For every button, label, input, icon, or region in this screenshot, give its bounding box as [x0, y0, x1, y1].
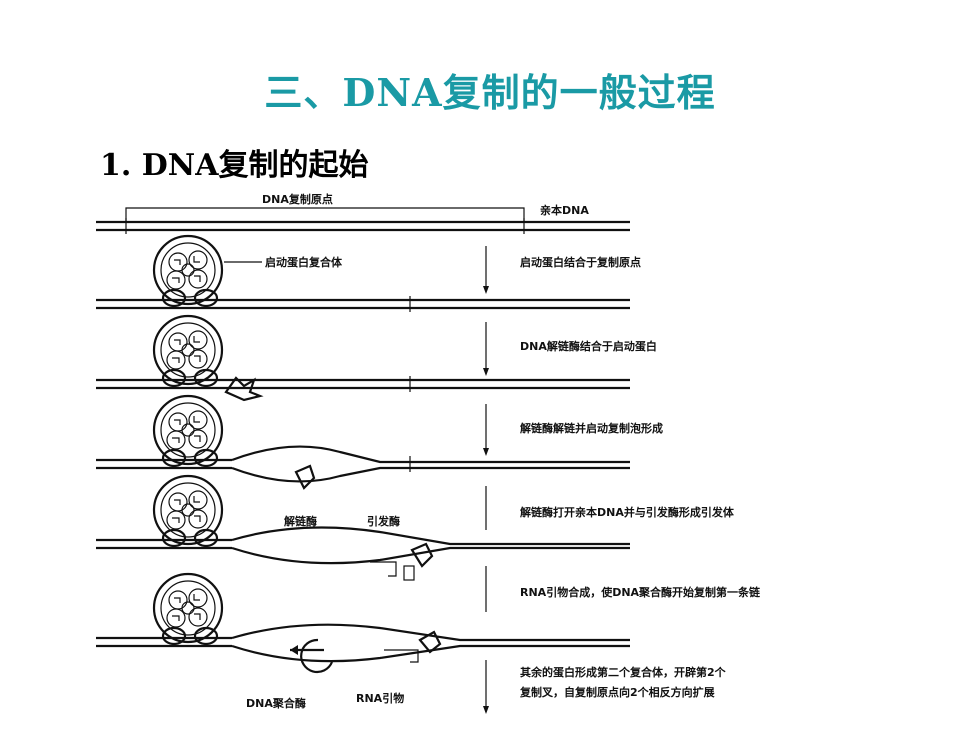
step-6-text-line1: 其余的蛋白形成第二个复合体，开辟第2个 — [520, 665, 727, 679]
step4-drawing — [96, 474, 630, 581]
initiator-complex-label: 启动蛋白复合体 — [265, 255, 343, 269]
origin-bracket — [125, 207, 525, 222]
step2-drawing — [96, 314, 630, 402]
parent-dna-label: 亲本DNA — [540, 203, 589, 217]
rna-primer-label: RNA引物 — [356, 691, 404, 705]
parent-dna — [96, 218, 630, 234]
origin-label: DNA复制原点 — [262, 192, 333, 206]
step-2-text: DNA解链酶结合于启动蛋白 — [520, 339, 657, 353]
step3-drawing — [96, 394, 630, 490]
step-3-text: 解链酶解链并启动复制泡形成 — [520, 421, 663, 435]
step1-drawing — [96, 234, 630, 312]
primase-label: 引发酶 — [367, 514, 400, 528]
step-4-text: 解链酶打开亲本DNA并与引发酶形成引发体 — [520, 505, 735, 519]
helicase-label: 解链酶 — [284, 514, 317, 528]
section-title: 1. DNA复制的起始 — [100, 148, 369, 183]
step-5-text: RNA引物合成，使DNA聚合酶开始复制第一条链 — [520, 585, 761, 599]
step-arrows — [483, 246, 489, 714]
step-6-text-line2: 复制叉，自复制原点向2个相反方向扩展 — [519, 685, 716, 699]
step5-drawing — [96, 572, 630, 674]
slide-title: 三、DNA复制的一般过程 — [264, 70, 716, 115]
step-1-text: 启动蛋白结合于复制原点 — [520, 255, 641, 269]
polymerase-label: DNA聚合酶 — [246, 696, 306, 710]
